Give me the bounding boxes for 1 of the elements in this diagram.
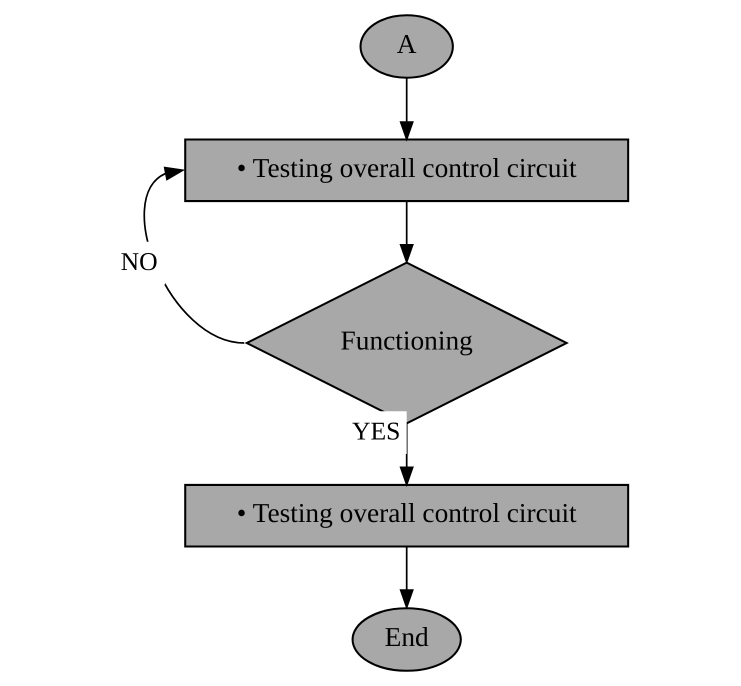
edge-label: NO [120,246,158,276]
